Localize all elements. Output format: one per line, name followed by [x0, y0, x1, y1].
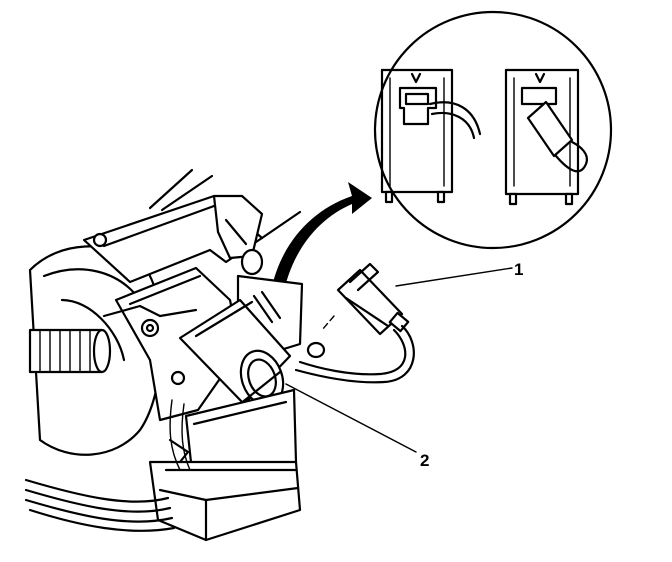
detail-connector-tilted [504, 68, 588, 206]
wire-harness [24, 399, 191, 532]
steering-column-assembly [24, 168, 326, 542]
ignition-switch-block [148, 388, 302, 542]
callout-2: 2 [285, 383, 429, 470]
splined-shaft [28, 328, 112, 374]
callout-label-1: 1 [514, 260, 523, 279]
leader-line-2 [285, 383, 417, 453]
detail-magnifier [373, 10, 613, 250]
lock-cylinder [178, 298, 292, 407]
callout-1: 1 [395, 260, 523, 287]
detail-connector-seated [380, 68, 482, 204]
leader-line-1 [395, 267, 513, 287]
electrical-connector [294, 262, 415, 384]
callout-label-2: 2 [420, 451, 429, 470]
